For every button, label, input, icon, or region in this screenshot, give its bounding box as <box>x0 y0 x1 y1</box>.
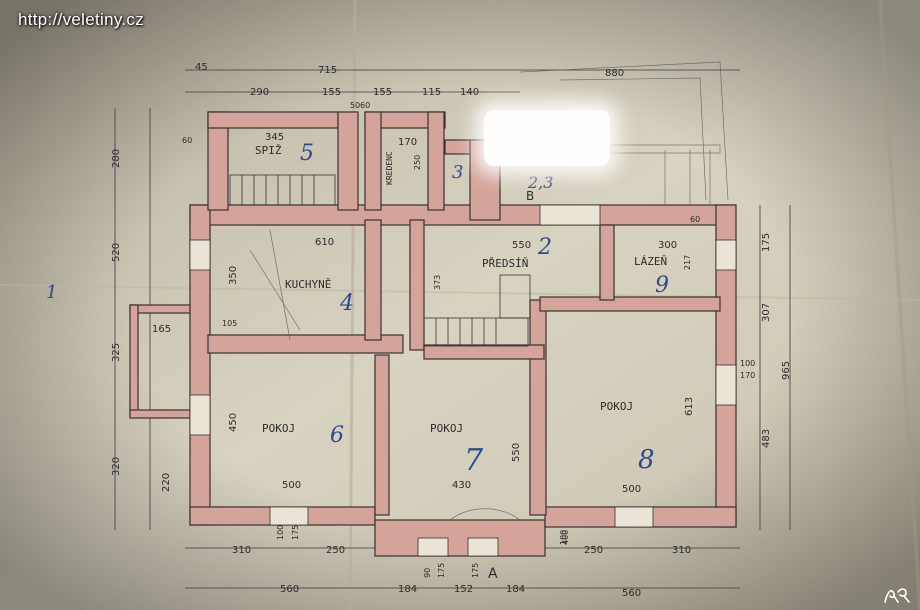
room-numbers: 5 4 2 9 6 7 8 1 3 2,3 <box>46 141 669 478</box>
svg-text:A: A <box>488 566 498 582</box>
svg-text:450: 450 <box>228 413 239 432</box>
svg-text:100: 100 <box>276 525 285 540</box>
svg-text:4: 4 <box>339 291 354 316</box>
svg-text:115: 115 <box>422 87 441 98</box>
walls <box>129 111 737 557</box>
svg-text:60: 60 <box>690 215 700 224</box>
svg-text:184: 184 <box>506 584 525 595</box>
svg-text:184: 184 <box>398 584 417 595</box>
svg-text:290: 290 <box>250 87 269 98</box>
svg-text:560: 560 <box>622 588 641 599</box>
watermark-url: http://veletiny.cz <box>18 10 145 29</box>
svg-text:170: 170 <box>398 137 417 148</box>
svg-text:613: 613 <box>684 397 695 416</box>
svg-text:175: 175 <box>761 233 772 252</box>
room-label-pokoj-center: POKOJ <box>430 422 463 435</box>
svg-text:320: 320 <box>111 457 122 476</box>
svg-text:310: 310 <box>672 545 691 556</box>
svg-text:170: 170 <box>740 371 755 380</box>
room-label-predsin: PŘEDSÍŇ <box>482 257 528 270</box>
windows <box>189 204 737 557</box>
svg-text:965: 965 <box>781 361 792 380</box>
light-glare <box>484 110 610 166</box>
svg-text:560: 560 <box>280 584 299 595</box>
room-label-spiz: SPIŽ <box>255 144 282 157</box>
svg-text:6: 6 <box>330 423 344 448</box>
svg-text:B: B <box>526 189 534 203</box>
svg-text:165: 165 <box>152 324 171 335</box>
svg-text:350: 350 <box>228 266 239 285</box>
svg-text:1: 1 <box>46 282 57 303</box>
svg-text:345: 345 <box>265 132 284 143</box>
svg-text:610: 610 <box>315 237 334 248</box>
svg-text:373: 373 <box>433 275 442 290</box>
svg-text:430: 430 <box>452 480 471 491</box>
svg-text:2,3: 2,3 <box>527 173 553 192</box>
svg-text:520: 520 <box>111 243 122 262</box>
svg-text:140: 140 <box>460 87 479 98</box>
svg-text:7: 7 <box>464 443 484 478</box>
svg-text:250: 250 <box>326 545 345 556</box>
room-label-kredenc: KREDENC <box>385 151 394 185</box>
pencil-sketch <box>249 61 729 521</box>
svg-text:175: 175 <box>437 563 446 578</box>
svg-text:500: 500 <box>622 484 641 495</box>
stairs <box>229 174 531 347</box>
svg-text:60: 60 <box>182 136 192 145</box>
room-label-kuchyne: KUCHYNĚ <box>285 278 331 291</box>
dimension-numbers: 45 715 880 290 155 155 115 140 50 60 60 … <box>111 62 792 599</box>
svg-text:300: 300 <box>658 240 677 251</box>
svg-text:3: 3 <box>452 162 463 183</box>
svg-text:9: 9 <box>655 273 669 298</box>
svg-text:880: 880 <box>605 68 624 79</box>
room-label-pokoj-right: POKOJ <box>600 400 633 413</box>
svg-text:105: 105 <box>222 319 237 328</box>
svg-text:152: 152 <box>454 584 473 595</box>
svg-text:217: 217 <box>683 255 692 270</box>
svg-text:500: 500 <box>282 480 301 491</box>
svg-text:325: 325 <box>111 343 122 362</box>
svg-text:483: 483 <box>761 429 772 448</box>
svg-text:175: 175 <box>471 563 480 578</box>
svg-text:8: 8 <box>638 445 655 475</box>
dimension-lines <box>114 69 791 589</box>
svg-text:400: 400 <box>561 530 570 545</box>
svg-text:550: 550 <box>511 443 522 462</box>
svg-text:50: 50 <box>350 101 360 110</box>
svg-text:550: 550 <box>512 240 531 251</box>
svg-text:220: 220 <box>161 473 172 492</box>
svg-text:250: 250 <box>584 545 603 556</box>
room-labels: SPIŽ KREDENC KUCHYNĚ PŘEDSÍŇ LÁZEŇ POKOJ… <box>255 144 667 435</box>
svg-text:5: 5 <box>300 141 314 166</box>
svg-text:60: 60 <box>360 101 370 110</box>
svg-text:90: 90 <box>423 568 432 578</box>
svg-text:155: 155 <box>373 87 392 98</box>
svg-text:100: 100 <box>740 359 755 368</box>
svg-text:280: 280 <box>111 149 122 168</box>
svg-text:307: 307 <box>761 303 772 322</box>
svg-text:100: 100 <box>559 530 568 545</box>
svg-text:45: 45 <box>195 62 208 73</box>
svg-text:155: 155 <box>322 87 341 98</box>
svg-text:310: 310 <box>232 545 251 556</box>
svg-text:715: 715 <box>318 65 337 76</box>
svg-text:250: 250 <box>413 155 422 170</box>
signature-mark <box>884 588 910 603</box>
svg-text:175: 175 <box>291 525 300 540</box>
svg-text:2: 2 <box>537 235 552 260</box>
room-label-lazen: LÁZEŇ <box>634 255 667 268</box>
room-label-pokoj-left: POKOJ <box>262 422 295 435</box>
